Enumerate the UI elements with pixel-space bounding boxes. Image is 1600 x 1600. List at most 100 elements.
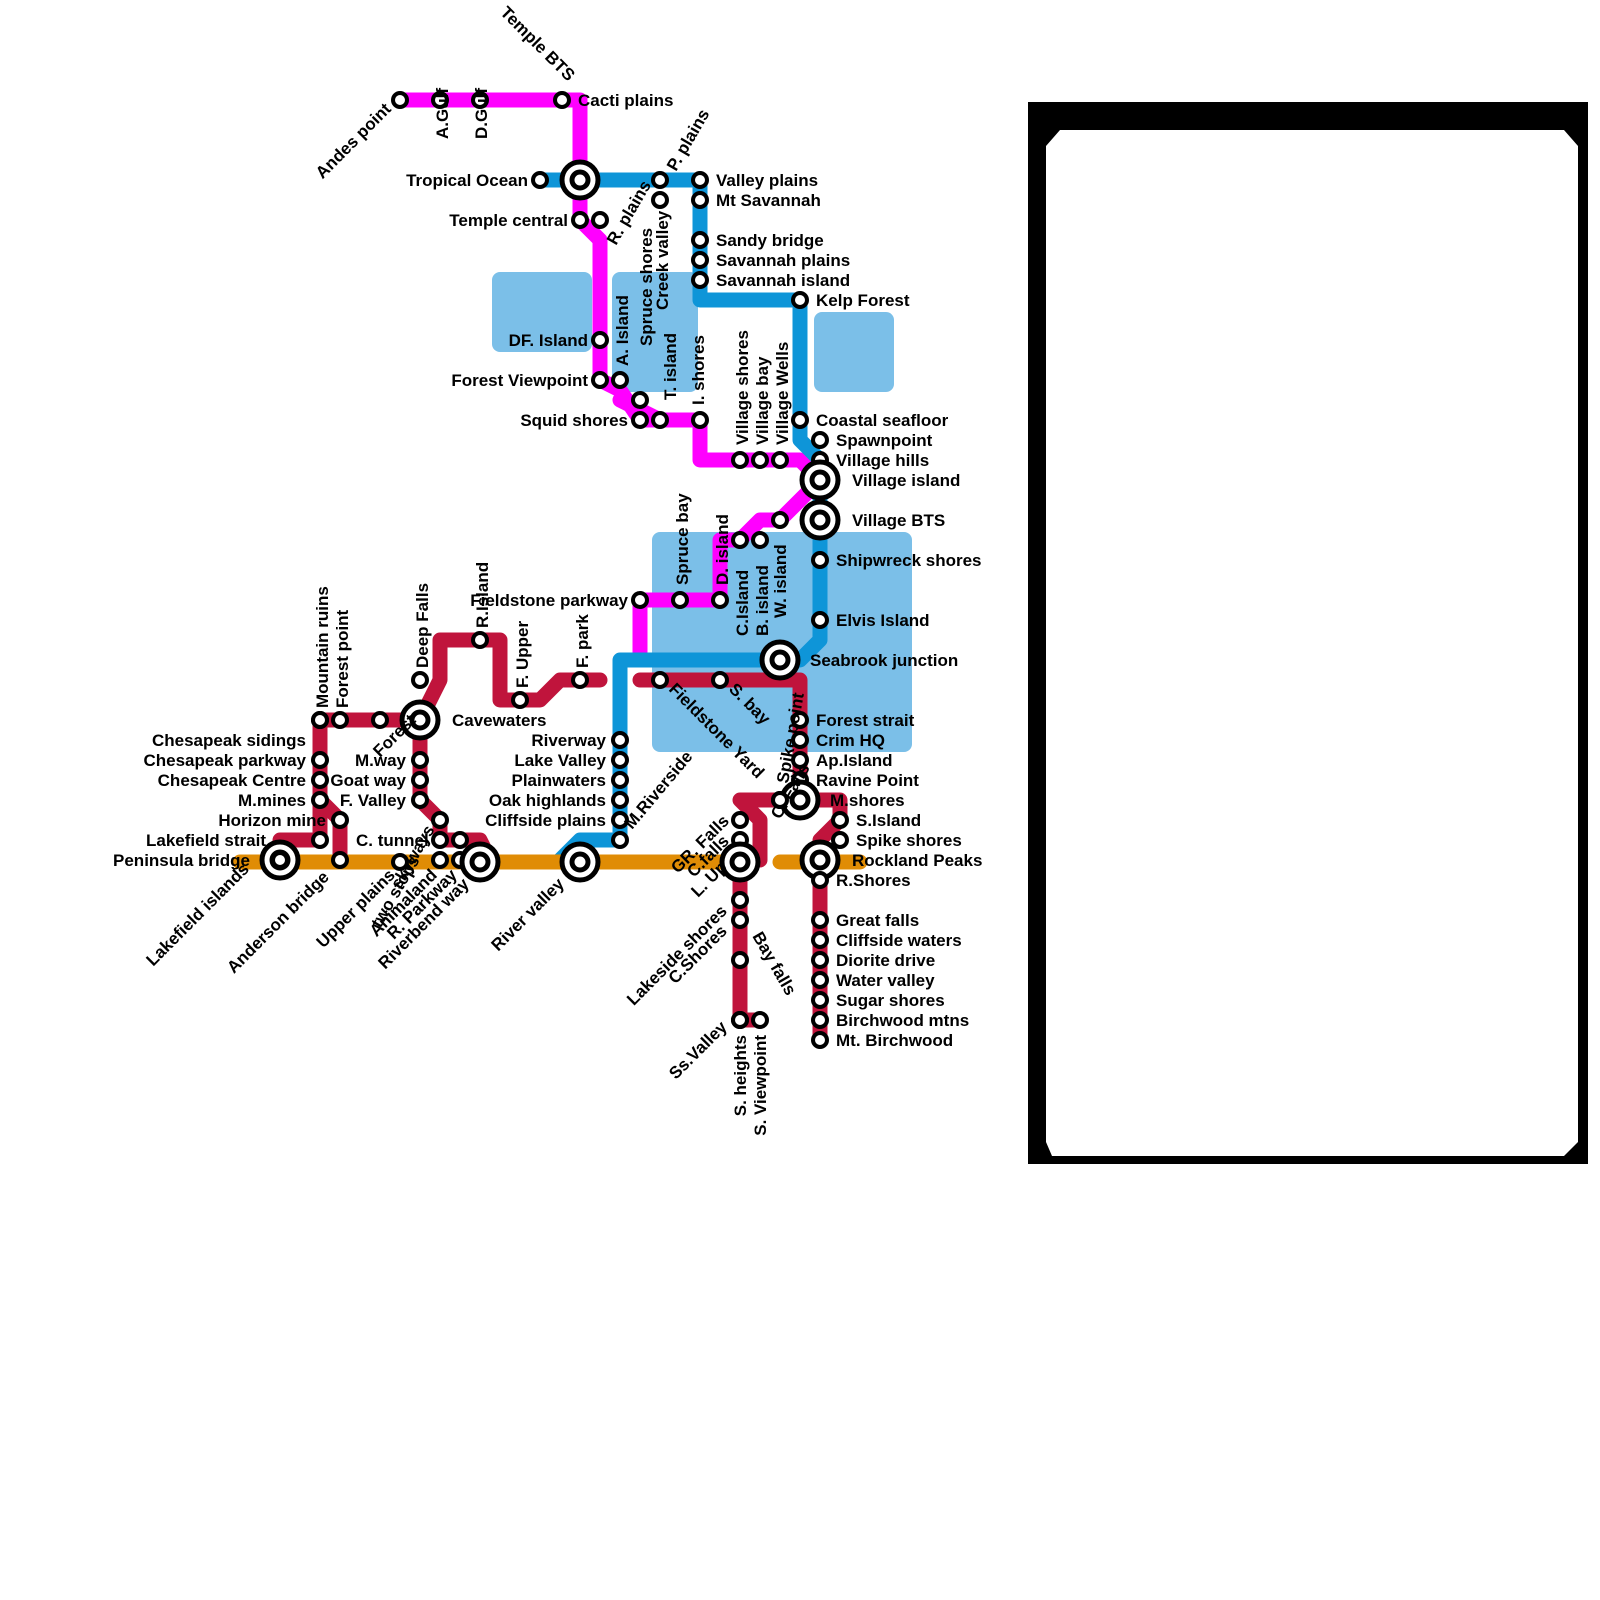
station[interactable] (531, 171, 549, 189)
station[interactable] (611, 811, 629, 829)
station[interactable] (759, 639, 801, 681)
station[interactable] (751, 451, 769, 469)
station[interactable] (811, 611, 829, 629)
station[interactable] (391, 91, 409, 109)
station[interactable] (611, 791, 629, 809)
station[interactable] (799, 499, 841, 541)
station[interactable] (691, 411, 709, 429)
station-dot (651, 671, 669, 689)
station[interactable] (331, 811, 349, 829)
station[interactable] (571, 211, 589, 229)
station[interactable] (411, 771, 429, 789)
station[interactable] (611, 771, 629, 789)
station[interactable] (811, 971, 829, 989)
station[interactable] (399, 699, 441, 741)
station[interactable] (651, 191, 669, 209)
station[interactable] (311, 711, 329, 729)
station[interactable] (611, 751, 629, 769)
station[interactable] (731, 1011, 749, 1029)
station[interactable] (771, 511, 789, 529)
station[interactable] (311, 791, 329, 809)
station[interactable] (791, 751, 809, 769)
station-dot (553, 91, 571, 109)
station[interactable] (771, 791, 789, 809)
station[interactable] (711, 591, 729, 609)
station[interactable] (671, 591, 689, 609)
station[interactable] (791, 411, 809, 429)
station[interactable] (571, 671, 589, 689)
station[interactable] (271, 851, 289, 869)
station[interactable] (731, 531, 749, 549)
station[interactable] (719, 841, 761, 883)
station[interactable] (411, 791, 429, 809)
station[interactable] (799, 459, 841, 501)
station[interactable] (731, 911, 749, 929)
station[interactable] (391, 853, 409, 871)
station[interactable] (311, 771, 329, 789)
station[interactable] (651, 411, 669, 429)
station[interactable] (731, 951, 749, 969)
station[interactable] (431, 91, 449, 109)
station[interactable] (811, 431, 829, 449)
station[interactable] (651, 671, 669, 689)
station[interactable] (691, 191, 709, 209)
station[interactable] (591, 211, 609, 229)
station[interactable] (811, 1011, 829, 1029)
station[interactable] (771, 451, 789, 469)
station[interactable] (459, 841, 501, 883)
station[interactable] (831, 831, 849, 849)
station[interactable] (691, 271, 709, 289)
station[interactable] (811, 931, 829, 949)
station[interactable] (651, 171, 669, 189)
interchange-core (409, 709, 431, 731)
station[interactable] (731, 811, 749, 829)
station[interactable] (799, 839, 841, 881)
station[interactable] (371, 711, 389, 729)
station[interactable] (431, 811, 449, 829)
station[interactable] (811, 991, 829, 1009)
station[interactable] (791, 291, 809, 309)
station[interactable] (811, 951, 829, 969)
station[interactable] (631, 411, 649, 429)
station[interactable] (691, 251, 709, 269)
station[interactable] (811, 1031, 829, 1049)
station[interactable] (411, 671, 429, 689)
station[interactable] (311, 831, 329, 849)
station[interactable] (791, 731, 809, 749)
station[interactable] (591, 331, 609, 349)
station[interactable] (751, 531, 769, 549)
station[interactable] (559, 841, 601, 883)
station[interactable] (311, 751, 329, 769)
station[interactable] (631, 591, 649, 609)
station[interactable] (691, 171, 709, 189)
station[interactable] (431, 851, 449, 869)
station[interactable] (831, 811, 849, 829)
station[interactable] (611, 371, 629, 389)
station[interactable] (611, 831, 629, 849)
station[interactable] (811, 551, 829, 569)
station[interactable] (731, 451, 749, 469)
station[interactable] (791, 711, 809, 729)
station[interactable] (331, 711, 349, 729)
station[interactable] (553, 91, 571, 109)
station[interactable] (691, 231, 709, 249)
station[interactable] (471, 91, 489, 109)
station[interactable] (471, 631, 489, 649)
station[interactable] (511, 691, 529, 709)
station[interactable] (591, 371, 609, 389)
station[interactable] (631, 391, 649, 409)
station[interactable] (451, 831, 469, 849)
interchange-core (809, 509, 831, 531)
station-label: Village hills (836, 451, 929, 470)
station[interactable] (611, 731, 629, 749)
station[interactable] (731, 891, 749, 909)
station[interactable] (751, 1011, 769, 1029)
station[interactable] (411, 751, 429, 769)
station[interactable] (711, 671, 729, 689)
station[interactable] (811, 911, 829, 929)
station-label: Crim HQ (816, 731, 885, 750)
station[interactable] (431, 831, 449, 849)
station[interactable] (559, 159, 601, 201)
station[interactable] (331, 851, 349, 869)
station[interactable] (811, 871, 829, 889)
